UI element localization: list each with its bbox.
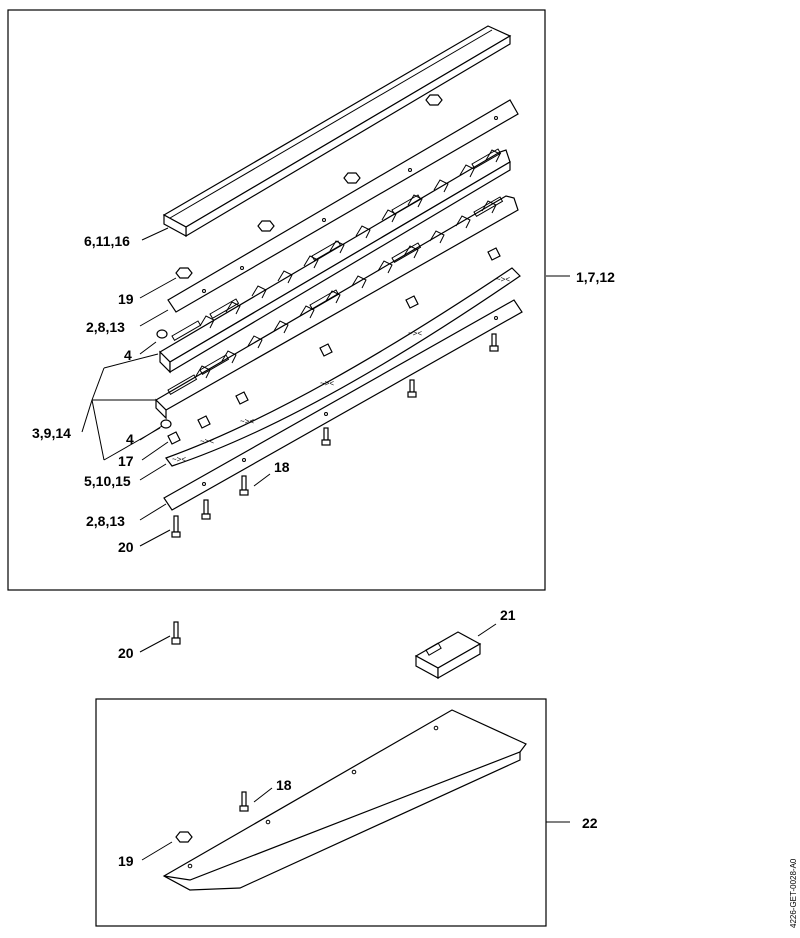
strip-mark: ~>< bbox=[496, 275, 510, 284]
lower-plate bbox=[163, 299, 523, 511]
label-17: 17 bbox=[118, 453, 134, 469]
svg-text:~><: ~>< bbox=[240, 417, 254, 426]
spacer-icon bbox=[156, 329, 172, 429]
screw-18-lower bbox=[239, 787, 273, 812]
label-19-top: 19 bbox=[118, 291, 134, 307]
label-4-top: 4 bbox=[124, 347, 132, 363]
label-18-top: 18 bbox=[274, 459, 290, 475]
svg-text:~><: ~>< bbox=[408, 329, 422, 338]
label-2-8-13-bottom: 2,8,13 bbox=[86, 513, 125, 529]
label-5-10-15: 5,10,15 bbox=[84, 473, 131, 489]
guard-bar bbox=[162, 25, 512, 238]
label-18-bottom: 18 bbox=[276, 777, 292, 793]
blade-clip bbox=[414, 623, 497, 680]
label-20-top: 20 bbox=[118, 539, 134, 555]
label-6-11-16: 6,11,16 bbox=[84, 233, 130, 249]
label-21: 21 bbox=[500, 607, 516, 623]
drawing-code: 4226-GET-0028-A0 bbox=[789, 858, 798, 928]
lower-cutting-blade bbox=[155, 195, 519, 420]
upper-assembly-frame bbox=[7, 9, 546, 591]
screw-20-standalone bbox=[139, 621, 181, 653]
label-2-8-13-top: 2,8,13 bbox=[86, 319, 125, 335]
label-4-bottom: 4 bbox=[126, 431, 134, 447]
label-22: 22 bbox=[582, 815, 598, 831]
wear-strip: ~>< ~>< ~>< ~>< ~>< ~>< bbox=[165, 267, 521, 467]
svg-text:~><: ~>< bbox=[200, 437, 214, 446]
label-20-mid: 20 bbox=[118, 645, 134, 661]
lower-assembly-frame bbox=[95, 698, 547, 927]
leader-lines bbox=[81, 227, 570, 547]
svg-text:~><: ~>< bbox=[320, 379, 334, 388]
upper-cutting-blade bbox=[159, 148, 511, 374]
nut-icon bbox=[175, 94, 443, 279]
blade-guard-cover bbox=[162, 709, 527, 891]
svg-text:~><: ~>< bbox=[172, 455, 186, 464]
label-1-7-12: 1,7,12 bbox=[576, 269, 615, 285]
square-nut-icon bbox=[167, 247, 501, 445]
nut-19-lower bbox=[141, 831, 193, 861]
label-19-bottom: 19 bbox=[118, 853, 134, 869]
label-3-9-14: 3,9,14 bbox=[32, 425, 71, 441]
screw-icon bbox=[171, 333, 499, 538]
upper-plate bbox=[167, 99, 519, 313]
